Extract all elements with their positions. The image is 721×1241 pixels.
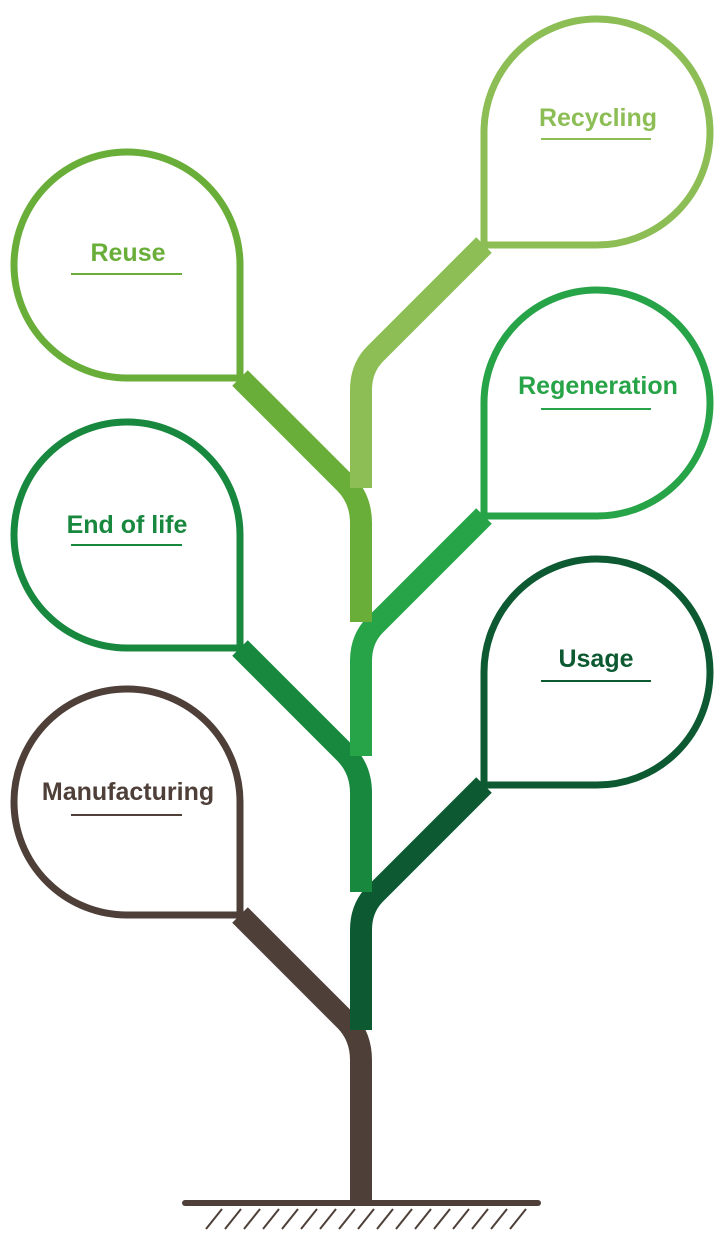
tree-leaves — [10, 15, 714, 919]
branch-regeneration — [350, 508, 492, 756]
leaf-regeneration — [480, 286, 714, 520]
stage-labels: Recycling Reuse Regeneration End of life… — [42, 104, 678, 816]
branch-usage — [350, 777, 492, 1030]
leaf-usage — [480, 555, 714, 789]
label-end-of-life: End of life — [67, 511, 188, 539]
label-usage: Usage — [558, 645, 633, 673]
branch-reuse — [232, 370, 372, 622]
branch-end-of-life — [232, 640, 372, 892]
label-reuse: Reuse — [90, 239, 165, 267]
label-manufacturing: Manufacturing — [42, 778, 214, 806]
branch-recycling — [350, 237, 492, 488]
leaf-recycling — [480, 15, 714, 249]
ground-hatching — [205, 1208, 527, 1230]
leaf-manufacturing — [10, 685, 244, 919]
ground — [182, 1200, 541, 1230]
label-regeneration: Regeneration — [518, 372, 678, 400]
leaf-end-of-life — [10, 418, 244, 652]
branch-manufacturing — [232, 907, 372, 1203]
label-recycling: Recycling — [539, 104, 657, 132]
leaf-reuse — [10, 148, 244, 382]
tree-branches — [232, 237, 492, 1203]
